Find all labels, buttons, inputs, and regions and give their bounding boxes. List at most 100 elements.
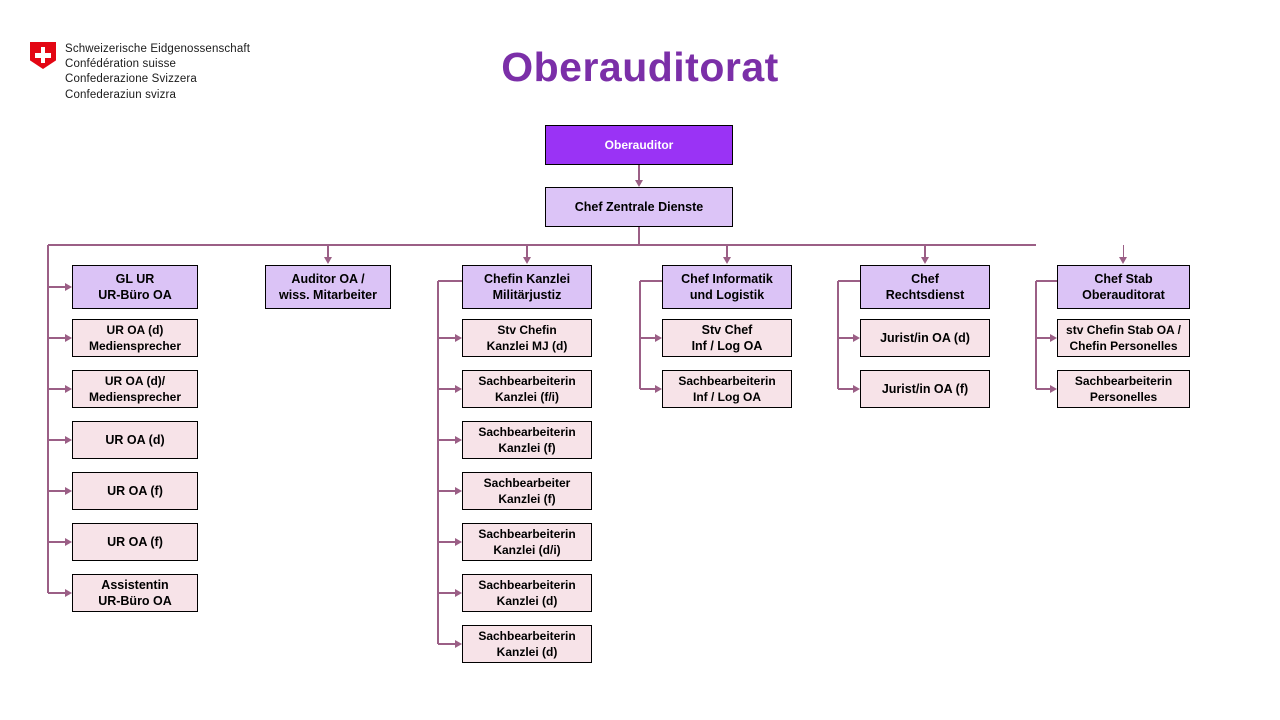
node-line: UR OA (d)/ <box>104 374 166 388</box>
node-line: Chef <box>911 272 939 286</box>
node-line: Stv Chefin <box>497 323 557 337</box>
connector-stub <box>48 439 66 441</box>
node-chef-zentrale-dienste[interactable]: Chef Zentrale Dienste <box>545 187 733 227</box>
connector-trunk-vertical <box>47 245 49 593</box>
logo-text-block: Schweizerische Eidgenossenschaft Confédé… <box>65 42 250 103</box>
node-line: Oberauditor <box>604 138 674 152</box>
node-line: UR OA (f) <box>107 484 163 498</box>
connector-line <box>924 245 926 258</box>
connector-line <box>526 245 528 258</box>
node-line: Mediensprecher <box>88 390 182 404</box>
node-jurist-in-oa-f-4-1[interactable]: Jurist/in OA (f) <box>860 370 990 408</box>
node-ur-oa-f-0-3[interactable]: UR OA (f) <box>72 472 198 510</box>
connector-stub <box>48 388 66 390</box>
arrow-to-ur-oa-d <box>65 435 72 444</box>
node-line: Personelles <box>1089 390 1158 404</box>
arrow-to-sachbearbeiterin <box>455 588 462 597</box>
node-line: Kanzlei (f/i) <box>494 390 559 404</box>
node-line: Sachbearbeiterin <box>1074 374 1173 388</box>
connector-stub <box>438 541 456 543</box>
connector-line <box>327 245 329 258</box>
node-line: UR-Büro OA <box>98 594 172 608</box>
node-ur-oa-d-0-2[interactable]: UR OA (d) <box>72 421 198 459</box>
node-line: UR-Büro OA <box>98 288 172 302</box>
node-line: Sachbearbeiter <box>483 476 571 490</box>
connector-stub <box>48 286 66 288</box>
arrow-to-sachbearbeiter <box>455 486 462 495</box>
node-line: Inf / Log OA <box>693 390 761 404</box>
node-line: Assistentin <box>101 578 169 592</box>
swiss-cross-icon <box>30 42 56 69</box>
node-head-gl-ur-ur-buro-oa[interactable]: GL UR UR-Büro OA <box>72 265 198 309</box>
arrow-to-sachbearbeiterin <box>455 435 462 444</box>
arrow-to-gl-ur <box>65 282 72 291</box>
arrow-to-ur-oa-f <box>65 486 72 495</box>
logo-line-it: Confederazione Svizzera <box>65 73 197 86</box>
node-line: Chefin Kanzlei <box>483 272 571 286</box>
node-head-auditor-oa-wiss-mitarbeiter[interactable]: Auditor OA /wiss. Mitarbeiter <box>265 265 391 309</box>
node-line: Mediensprecher <box>88 339 182 353</box>
connector-stub <box>438 280 462 282</box>
connector-stub <box>1036 280 1057 282</box>
node-ur-oa-d-mediensprecher-0-0[interactable]: UR OA (d)Mediensprecher <box>72 319 198 357</box>
node-ur-oa-f-0-4[interactable]: UR OA (f) <box>72 523 198 561</box>
node-line: Auditor OA / <box>291 272 365 286</box>
connector-trunk-vertical <box>639 281 641 389</box>
node-line: Kanzlei (d) <box>496 594 558 608</box>
connector-stub <box>438 592 456 594</box>
node-line: Sachbearbeiterin <box>478 629 576 643</box>
node-line: Kanzlei (d) <box>496 645 558 659</box>
connector-stub <box>1036 337 1051 339</box>
arrow-to-stv-chefin-stab-oa <box>1050 333 1057 342</box>
node-line: Kanzlei (f) <box>498 492 556 506</box>
arrow-to-ur-oa-d <box>65 333 72 342</box>
node-ur-oa-d-mediensprecher-0-1[interactable]: UR OA (d)/ Mediensprecher <box>72 370 198 408</box>
node-line: Militärjustiz <box>492 288 562 302</box>
connector-line <box>1122 245 1125 258</box>
connector-stub <box>48 541 66 543</box>
node-jurist-in-oa-d-4-0[interactable]: Jurist/in OA (d) <box>860 319 990 357</box>
arrow-to-jurist-in-oa-f <box>853 384 860 393</box>
logo-line-rm: Confederaziun svizra <box>65 88 177 101</box>
connector-trunk-vertical <box>437 281 439 644</box>
connector-stub <box>838 337 854 339</box>
node-line: UR OA (f) <box>107 535 163 549</box>
swiss-confederation-logo: Schweizerische Eidgenossenschaft Confédé… <box>30 42 250 103</box>
connector-stub <box>438 388 456 390</box>
connector-trunk-vertical <box>1035 281 1037 389</box>
node-line: Jurist/in OA (d) <box>880 331 970 345</box>
node-line: Oberauditorat <box>1082 288 1165 302</box>
node-oberauditor[interactable]: Oberauditor <box>545 125 733 165</box>
arrow-to-ur-oa-f <box>65 537 72 546</box>
node-line: Sachbearbeiterin <box>478 425 576 439</box>
node-line: GL UR <box>115 272 155 286</box>
page-title: Oberauditorat <box>501 44 779 90</box>
node-line: Sachbearbeiterin <box>478 527 576 541</box>
connector-stub <box>438 337 456 339</box>
connector-stub <box>640 337 656 339</box>
arrow-to-ur-oa-d <box>65 384 72 393</box>
node-line: UR OA (d) <box>105 433 165 447</box>
arrow-to-auditor-oa <box>323 257 332 264</box>
logo-line-fr: Confédération suisse <box>65 58 177 71</box>
node-line: Chefin Personelles <box>1069 339 1178 353</box>
logo-line-de: Schweizerische Eidgenossenschaft <box>65 43 251 55</box>
node-stv-chefin-stab-oa-chefin-personelles-5-0[interactable]: stv Chefin Stab OA /Chefin Personelles <box>1057 319 1190 357</box>
connector-stub <box>1036 388 1051 390</box>
node-line: Chef Zentrale Dienste <box>574 200 704 214</box>
